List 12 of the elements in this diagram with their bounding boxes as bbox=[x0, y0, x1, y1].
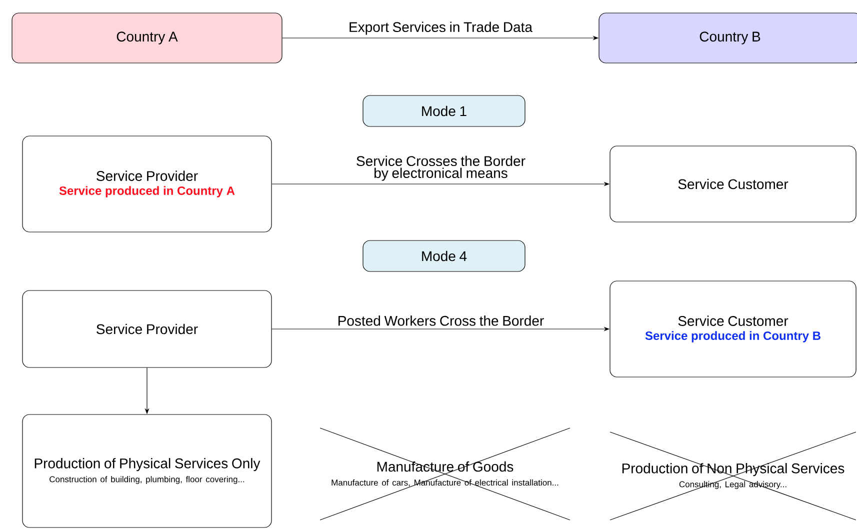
process-box: Service Provider Service produced in Country A bbox=[22, 136, 272, 232]
process-box: Service Customer bbox=[610, 146, 856, 222]
process-box: Service Provider bbox=[22, 290, 272, 368]
country-box: Country B bbox=[598, 12, 857, 64]
edge-label: Service Crosses the Border by electronical means bbox=[356, 156, 526, 181]
country-box: Country A bbox=[12, 12, 282, 64]
edge-label: Export Services in Trade Data bbox=[350, 22, 532, 35]
mode-label-box: Mode 4 bbox=[362, 240, 526, 272]
mode-label-box: Mode 1 bbox=[362, 95, 526, 127]
edge-label: Posted Workers Cross the Border bbox=[338, 316, 544, 326]
process-box: Production of Physical Services Only Construction of building, plumbing, floor covering... bbox=[22, 414, 272, 528]
process-box: Service Customer Service produced in Country B bbox=[610, 280, 856, 378]
